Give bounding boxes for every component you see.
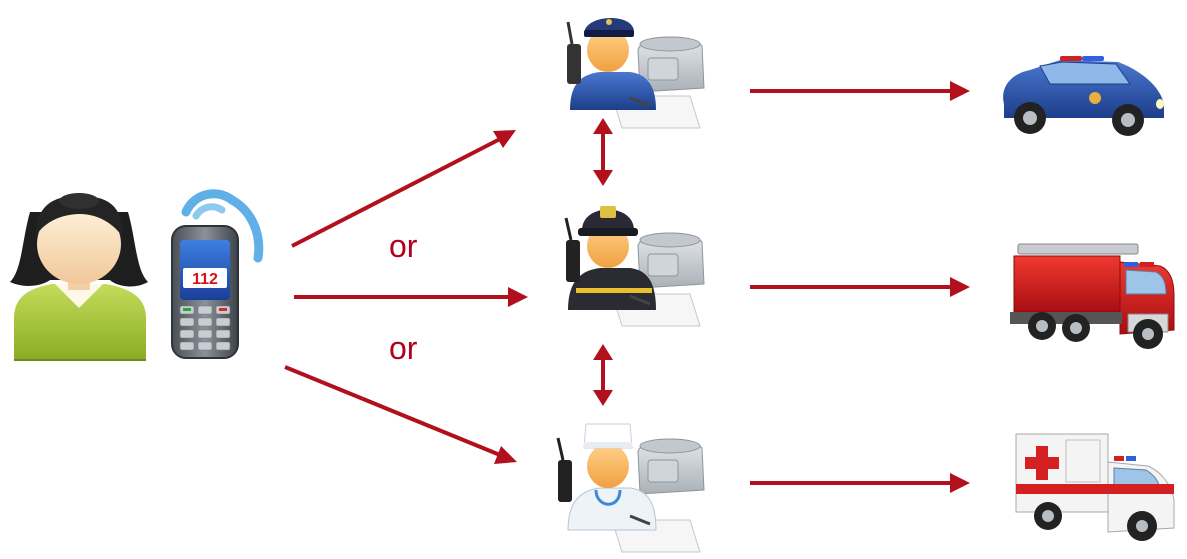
arrow-to-police-head <box>493 130 516 148</box>
arrow-to-medical <box>284 365 501 457</box>
arrows <box>284 81 970 493</box>
arrow-to-fire-head <box>508 287 528 307</box>
police-operator-icon <box>566 17 705 129</box>
caller-icon <box>10 193 148 361</box>
arrow-to-medical-head <box>494 446 517 464</box>
or-label-1: or <box>389 228 418 264</box>
fire-truck-icon <box>1010 243 1175 349</box>
phone-number-label: 112 <box>192 271 218 288</box>
medic-operator-icon <box>556 423 705 553</box>
firefighter-operator-icon <box>564 206 705 327</box>
arrow-to-police <box>291 137 501 248</box>
ambulance-icon <box>1015 433 1175 541</box>
or-label-2: or <box>389 330 418 366</box>
police-car-icon <box>1003 56 1164 136</box>
mobile-phone-icon: 112 <box>171 189 264 359</box>
